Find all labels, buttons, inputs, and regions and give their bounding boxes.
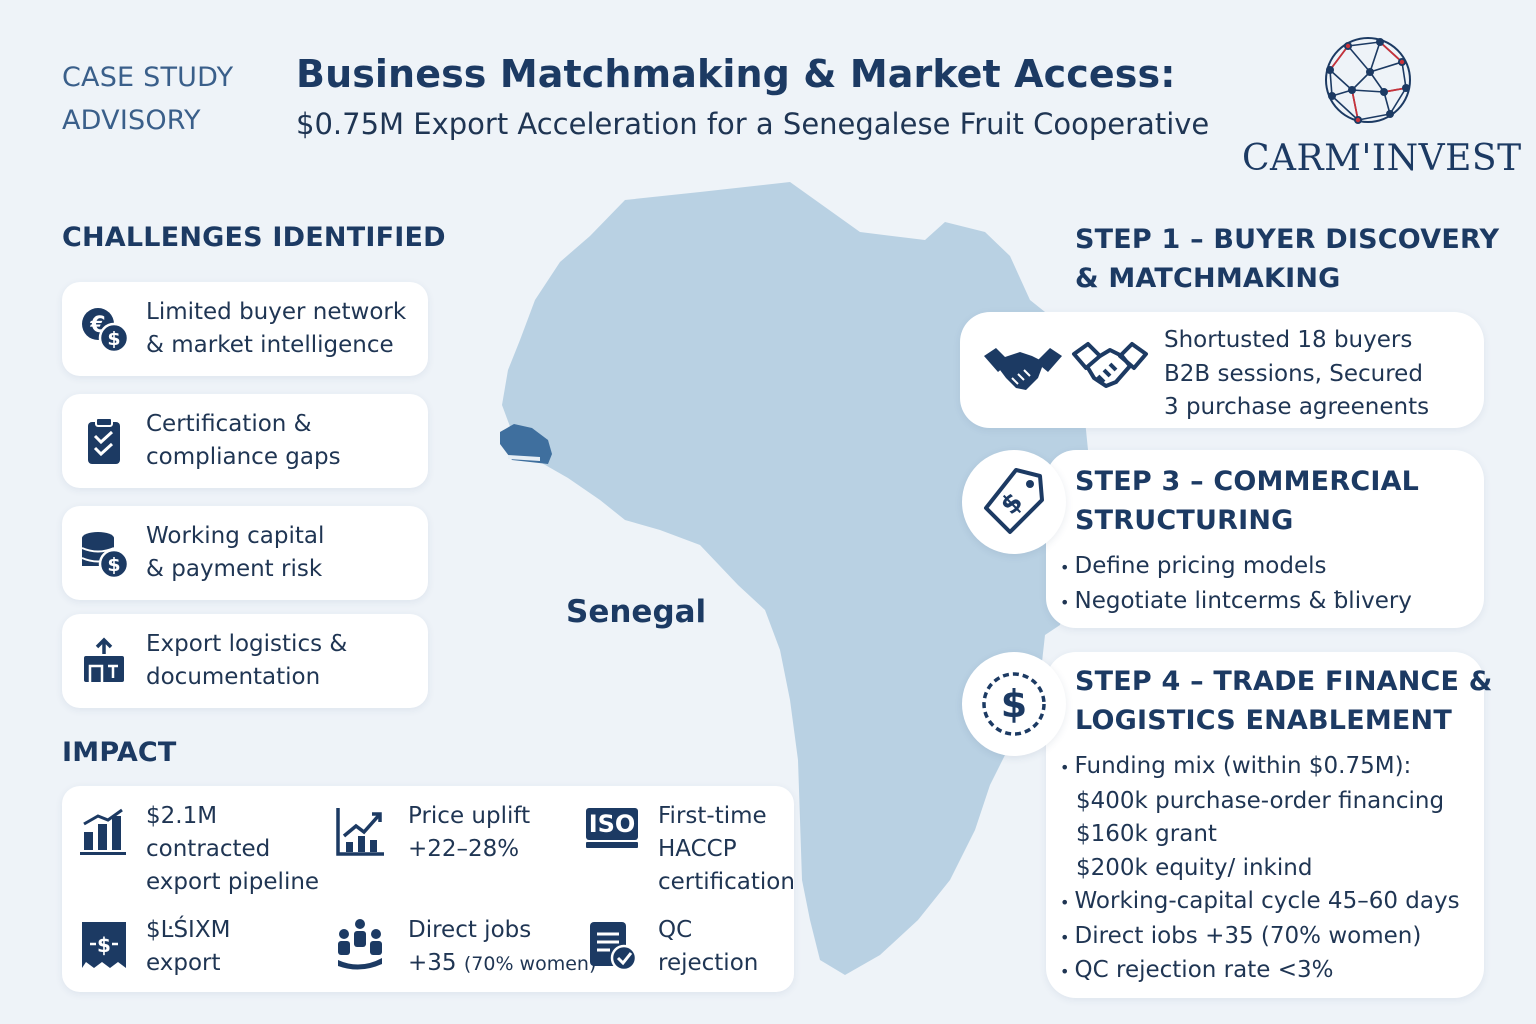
impact-note: (70% women) (463, 953, 597, 975)
step4-title: STEP 4 – TRADE FINANCE & LOGISTICS ENABL… (1075, 662, 1493, 740)
africa-map (500, 182, 1090, 975)
step3-bullets: Define pricing models Negotiate lintcerm… (1060, 550, 1412, 619)
iso-badge-text: ISO (586, 808, 638, 840)
export-document-icon: $ (82, 922, 126, 968)
challenge-line-1: Working capital (146, 523, 325, 549)
step3-title-line-2: STRUCTURING (1075, 505, 1294, 536)
step4-funding-line: $160k grant (1076, 821, 1217, 847)
challenge-line-2: & market intelligence (146, 332, 394, 358)
logo-wordmark: CARM'INVEST (1242, 138, 1522, 179)
handshake-outline-icon (1072, 342, 1148, 388)
step4-bullet: Direct iobs +35 (70% women) (1060, 920, 1460, 955)
price-tag-icon: $ (984, 468, 1044, 534)
page-title: Business Matchmaking & Market Access: (296, 52, 1176, 96)
people-jobs-icon (338, 919, 382, 970)
impact-line: contracted (146, 836, 271, 862)
impact-price-uplift: Price uplift +22–28% (408, 800, 530, 866)
logistics-box-icon (84, 637, 124, 682)
challenge-card-certification: Certification & compliance gaps (62, 394, 428, 488)
step1-title-line-2: & MATCHMAKING (1075, 263, 1341, 294)
impact-heading: IMPACT (62, 737, 177, 768)
impact-line: export pipeline (146, 869, 320, 895)
challenge-line-1: Certification & (146, 411, 312, 437)
challenge-line-2: & payment risk (146, 556, 323, 582)
challenge-card-capital: $ Working capital & payment risk (62, 506, 428, 600)
dollar-circle-icon: $ (982, 672, 1046, 736)
step3-title: STEP 3 – COMMERCIAL STRUCTURING (1075, 462, 1419, 540)
impact-certification: First-time HACCP certification (658, 800, 795, 899)
step1-line: 3 purchase agreenents (1164, 394, 1430, 420)
impact-line: HACCP (658, 836, 737, 862)
step1-text: Shortusted 18 buyers B2B sessions, Secur… (1164, 324, 1429, 425)
impact-line: First-time (658, 803, 767, 829)
impact-card: $2.1M contracted export pipeline Price u… (62, 786, 795, 992)
madagascar-shape (1020, 602, 1036, 626)
impact-line: +35 (408, 950, 457, 976)
tag-line-1: CASE STUDY (62, 62, 234, 93)
currency-coins-icon: € $ (82, 308, 130, 354)
tag-line-2: ADVISORY (62, 105, 201, 136)
svg-text:$: $ (107, 328, 120, 350)
impact-line: QC (658, 917, 693, 943)
step4-bullets: Funding mix (within $0.75M): $400k purch… (1060, 750, 1460, 989)
case-study-tag: CASE STUDY ADVISORY (62, 56, 233, 142)
coin-stack-icon: $ (81, 532, 130, 580)
bar-chart-icon (80, 808, 126, 855)
step4-funding-bullet: Funding mix (within $0.75M): (1060, 750, 1460, 785)
step1-title: STEP 1 – BUYER DISCOVERY & MATCHMAKING (1075, 220, 1499, 298)
step4-bullet: QC rejection rate <3% (1060, 954, 1460, 989)
svg-text:$: $ (107, 554, 120, 576)
clipboard-check-icon (88, 417, 120, 464)
challenge-card-logistics: Export logistics & documentation (62, 614, 428, 708)
step1-title-line-1: STEP 1 – BUYER DISCOVERY (1075, 224, 1500, 255)
impact-line: Price uplift (408, 803, 531, 829)
senegal-label: Senegal (566, 594, 707, 630)
challenge-card-buyers: € $ Limited buyer network & market intel… (62, 282, 428, 376)
step1-card: Shortusted 18 buyers B2B sessions, Secur… (960, 312, 1484, 428)
impact-line: Direct jobs (408, 917, 532, 943)
step3-title-line-1: STEP 3 – COMMERCIAL (1075, 466, 1420, 497)
step4-title-line-1: STEP 4 – TRADE FINANCE & (1075, 666, 1493, 697)
step1-line: Shortusted 18 buyers (1164, 327, 1413, 353)
handshake-solid-icon (984, 348, 1062, 390)
trend-up-chart-icon (336, 808, 384, 856)
challenge-line-1: Limited buyer network (146, 299, 407, 325)
impact-qc-rejection: QC rejection (658, 914, 758, 980)
step3-bullet: Negotiate lintcerms & ƀlivery (1060, 585, 1412, 620)
step3-bullet: Define pricing models (1060, 550, 1412, 585)
step4-bullet: Working-capital cycle 45–60 days (1060, 885, 1460, 920)
svg-text:$: $ (97, 933, 111, 957)
page-subtitle: $0.75M Export Acceleration for a Senegal… (296, 107, 1210, 141)
qc-checklist-icon (590, 922, 638, 972)
impact-line: rejection (658, 950, 759, 976)
africa-shape (502, 182, 1090, 975)
senegal-highlight (500, 424, 552, 464)
impact-line: export (146, 950, 221, 976)
svg-text:$: $ (1001, 682, 1027, 726)
impact-export: $ĿŚIXM export (146, 914, 230, 980)
impact-line: $ĿŚIXM (146, 917, 231, 943)
brand-logo: CARM'INVEST (1240, 30, 1521, 180)
challenges-heading: CHALLENGES IDENTIFIED (62, 222, 446, 253)
impact-direct-jobs: Direct jobs +35 (70% women) (408, 914, 596, 981)
challenge-line-2: documentation (146, 664, 321, 690)
step4-funding-line: $200k equity/ inkind (1076, 854, 1313, 881)
iso-badge-icon: ISO (586, 808, 638, 852)
impact-pipeline: $2.1M contracted export pipeline (146, 800, 319, 899)
step3-icon-circle: $ (962, 450, 1066, 554)
network-globe-icon (1325, 37, 1411, 124)
challenge-line-2: compliance gaps (146, 444, 341, 470)
challenge-line-1: Export logistics & (146, 631, 348, 657)
step4-title-line-2: LOGISTICS ENABLEMENT (1075, 705, 1452, 736)
impact-line: $2.1M (146, 803, 218, 829)
step1-line: B2B sessions, Secured (1164, 360, 1423, 387)
impact-line: +22–28% (408, 836, 520, 862)
step4-funding-line: $400k purchase-order financing (1076, 787, 1445, 814)
step4-icon-circle: $ (962, 652, 1066, 756)
impact-line: certification (658, 869, 795, 895)
